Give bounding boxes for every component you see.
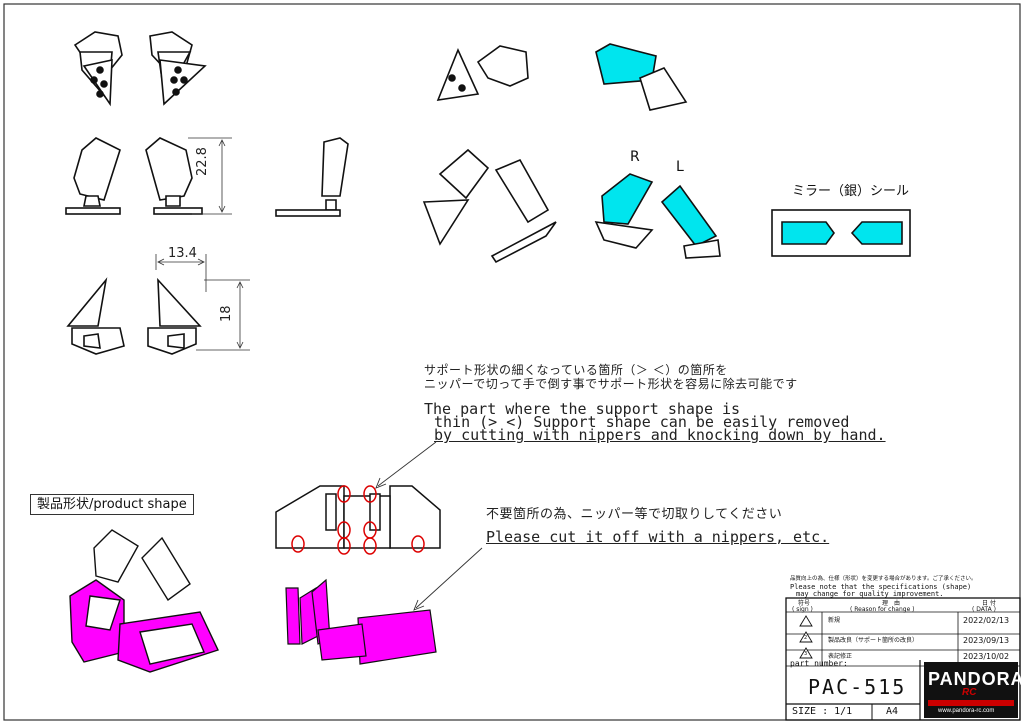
logo-text: PANDORA bbox=[928, 669, 1024, 689]
mirror-sticker bbox=[771, 209, 911, 257]
support-detail bbox=[275, 485, 441, 549]
support-note-en-2: thin (> <) Support shape can be easily r… bbox=[434, 413, 850, 431]
revision-2-sign: 2 bbox=[804, 635, 808, 641]
header-reason-jp: 理 由 bbox=[882, 600, 901, 607]
revision-2-reason: 製品改良（サポート箇所の改良） bbox=[828, 637, 919, 644]
revision-3-reason: 表記修正 bbox=[828, 653, 853, 660]
header-reason-en: ( Reason for change ) bbox=[850, 606, 915, 613]
revision-3-date: 2023/10/02 bbox=[963, 652, 1010, 661]
paper-size: A4 bbox=[886, 706, 899, 717]
dimension-height bbox=[188, 137, 232, 215]
mirror-profile bbox=[275, 137, 349, 217]
sheet-border bbox=[3, 3, 1021, 721]
revision-3-sign: 3 bbox=[804, 651, 808, 657]
support-note-en-1: The part where the support shape is bbox=[424, 400, 741, 418]
revision-2-date: 2023/09/13 bbox=[963, 636, 1010, 645]
label-left: L bbox=[676, 159, 684, 175]
part-number-label: part number: bbox=[790, 659, 848, 668]
header-sign-jp: 符号 bbox=[798, 600, 811, 607]
logo bbox=[924, 662, 1018, 718]
logo-url: www.pandora-rc.com bbox=[938, 708, 995, 714]
notice-en-2: may change for quality improvement. bbox=[796, 590, 944, 598]
label-right: R bbox=[630, 149, 640, 165]
mount-bottom-right bbox=[147, 277, 202, 355]
cut-marks bbox=[291, 485, 425, 555]
mount-bottom-left bbox=[66, 277, 125, 355]
notice-jp: 品質向上の為、仕様（形状）を変更する場合があります。ご了承ください。 bbox=[790, 576, 977, 582]
support-note-jp-2: ニッパーで切って手で倒す事でサポート形状を容易に除去可能です bbox=[424, 377, 798, 391]
mirror-sticker-label: ミラー（銀）シール bbox=[792, 184, 910, 199]
header-date-jp: 日 付 bbox=[982, 600, 996, 607]
revision-1-date: 2022/02/13 bbox=[963, 616, 1010, 625]
product-shape-label: 製品形状/product shape bbox=[30, 494, 194, 515]
part-number: PAC-515 bbox=[808, 675, 907, 699]
dimension-width-value: 13.4 bbox=[168, 246, 197, 261]
mount-top-right bbox=[149, 31, 207, 106]
revision-triangles bbox=[799, 615, 813, 659]
dimension-depth-value: 18 bbox=[219, 305, 234, 322]
mirror-side-right bbox=[145, 137, 203, 215]
mirror-side-left bbox=[65, 137, 121, 215]
dimension-width bbox=[155, 254, 207, 292]
support-note-en-3: by cutting with nippers and knocking dow… bbox=[434, 426, 886, 444]
dimension-depth bbox=[196, 279, 250, 351]
mirror-pair-color bbox=[594, 173, 721, 259]
mirror-iso-2 bbox=[595, 43, 688, 111]
logo-sub: RC bbox=[962, 687, 977, 698]
cut-note-en: Please cut it off with a nippers, etc. bbox=[486, 528, 830, 546]
dimension-height-value: 22.8 bbox=[195, 147, 210, 176]
size-label: SIZE : 1/1 bbox=[792, 706, 853, 717]
support-note-jp-1: サポート形状の細くなっている箇所（＞ ＜）の箇所を bbox=[424, 363, 728, 377]
leader-lines bbox=[375, 441, 483, 611]
mirror-iso-1 bbox=[436, 45, 529, 101]
support-render bbox=[285, 578, 437, 665]
product-shape-render bbox=[69, 529, 219, 673]
title-block bbox=[785, 597, 1021, 721]
revision-1-reason: 新規 bbox=[828, 617, 841, 624]
header-date-en: ( DATA ) bbox=[972, 606, 996, 613]
mirror-pair-front bbox=[422, 148, 557, 264]
cut-note-jp: 不要箇所の為、ニッパー等で切取りしてください bbox=[486, 507, 783, 522]
header-sign-en: ( sign ) bbox=[792, 606, 813, 613]
notice-en-1: Please note that the specifications (sha… bbox=[790, 583, 972, 591]
mount-top-left bbox=[73, 31, 123, 107]
